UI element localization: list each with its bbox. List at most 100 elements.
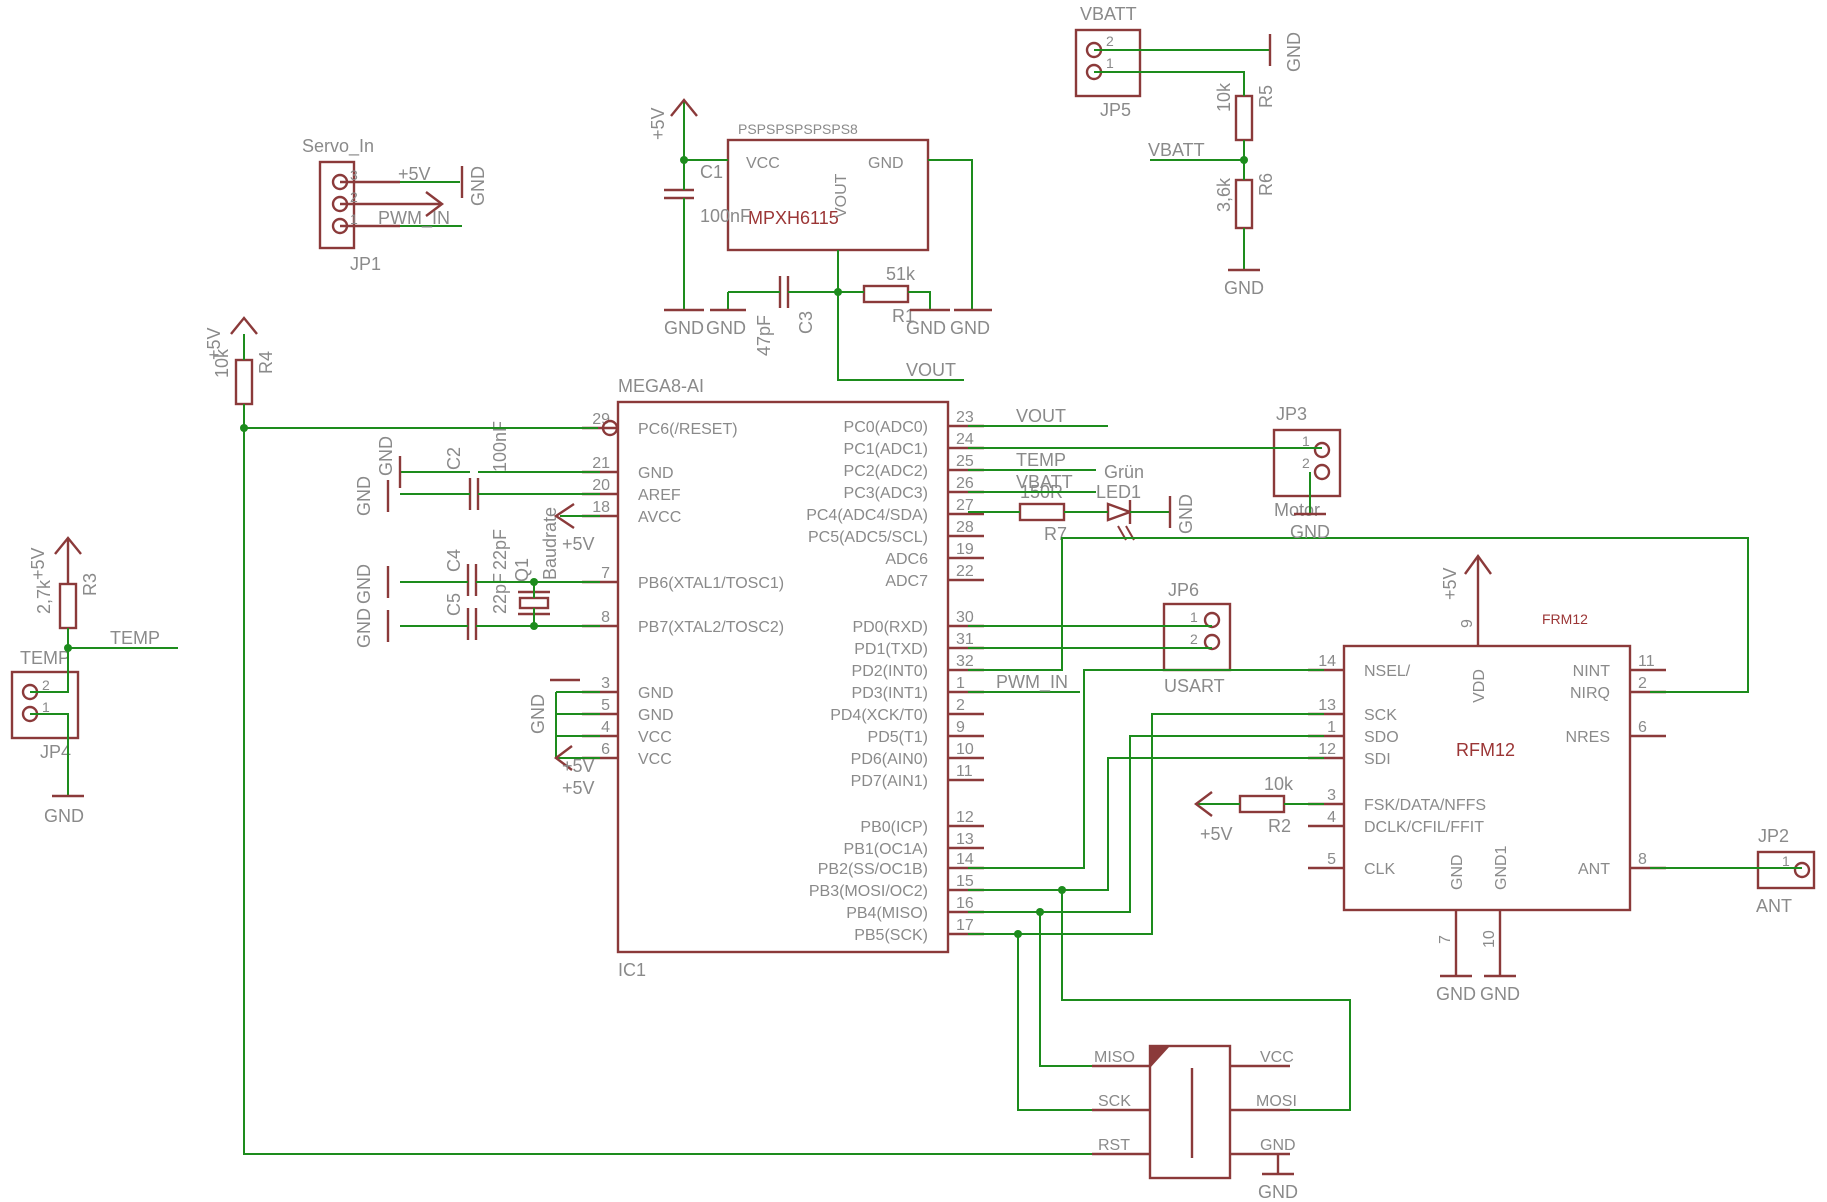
- pin-name: AVCC: [638, 509, 681, 526]
- r5-name: R5: [1256, 85, 1276, 108]
- wire: [968, 669, 1324, 869]
- capacitor-c3[interactable]: C3 47pF: [754, 276, 816, 356]
- connector-jp5[interactable]: 2 1 VBATT JP5: [1074, 4, 1142, 120]
- net-pwm-in: PWM_IN: [378, 208, 450, 229]
- sensor-body: [726, 138, 930, 252]
- pin-name: PD3(INT1): [852, 685, 928, 702]
- junction: [64, 644, 72, 652]
- gnd-label: GND: [354, 608, 374, 648]
- ic1-left-pins: 29PC6(/RESET)21GND20AREF18AVCC7PB6(XTAL1…: [582, 411, 784, 768]
- junction: [1058, 886, 1066, 894]
- pin-number: 24: [956, 431, 974, 448]
- rfm12-module[interactable]: FRM12 RFM12 14NSEL/13SCK1SDO12SDI3FSK/DA…: [1308, 556, 1666, 1004]
- pin-number: 7: [601, 565, 610, 582]
- pin-name: PB0(ICP): [860, 819, 928, 836]
- pin-name: FSK/DATA/NFFS: [1364, 797, 1486, 814]
- r4-value: 10k: [212, 348, 232, 378]
- reset-inverter-bubble: [601, 419, 619, 437]
- jp3-pin-num: 1: [1302, 433, 1310, 449]
- led1[interactable]: Grün LED1: [1096, 462, 1144, 541]
- capacitor-c2[interactable]: C2 100nF: [444, 421, 510, 510]
- sensor-pin-gnd: GND: [868, 155, 904, 172]
- connector-jp6[interactable]: 1 2 JP6 USART: [1162, 580, 1232, 696]
- pin-name: DCLK/CFIL/FFIT: [1364, 819, 1484, 836]
- rfm12-gnd-num: 7: [1437, 935, 1454, 944]
- r1-name: R1: [892, 306, 915, 326]
- gnd-label: GND: [1480, 984, 1520, 1004]
- r3-value: 2,7k: [34, 579, 54, 614]
- pin-name: PB6(XTAL1/TOSC1): [638, 575, 784, 592]
- resistor-r5[interactable]: 10k R5: [1214, 82, 1276, 142]
- connector-jp2[interactable]: 1 JP2 ANT: [1756, 826, 1816, 916]
- r6-body: [1234, 178, 1254, 230]
- connector-jp4[interactable]: 2 1 TEMP JP4: [10, 648, 80, 762]
- pin-number: 12: [1318, 741, 1336, 758]
- pin-name: PC4(ADC4/SDA): [806, 507, 928, 524]
- net-vout: VOUT: [906, 360, 956, 380]
- resistor-r6[interactable]: 3,6k R6: [1214, 173, 1276, 230]
- isp-body: [1148, 1044, 1232, 1180]
- pin-number: 6: [1638, 719, 1647, 736]
- jp5-pin-num: 2: [1106, 33, 1114, 49]
- pin-name: AREF: [638, 487, 681, 504]
- isp-pin-miso: MISO: [1094, 1049, 1135, 1066]
- vcc-label: +5V: [398, 164, 431, 184]
- pin-name: ANT: [1578, 861, 1610, 878]
- junction: [1036, 908, 1044, 916]
- pin-name: PC0(ADC0): [844, 419, 928, 436]
- net-temp: TEMP: [1016, 450, 1066, 470]
- ic1-mega8[interactable]: MEGA8-AI IC1 29PC6(/RESET)21GND20AREF18A…: [582, 376, 984, 980]
- pin-name: PD7(AIN1): [851, 773, 928, 790]
- capacitor-c4[interactable]: C4 22pF: [444, 529, 510, 596]
- wire: [1094, 71, 1245, 96]
- wire: [968, 537, 1749, 693]
- pin-number: 17: [956, 917, 974, 934]
- pin-name: PC6(/RESET): [638, 421, 738, 438]
- isp-connector[interactable]: MISO SCK RST VCC MOSI GND GND: [1092, 1044, 1298, 1202]
- sensor-ref: PSPSPSPSPSPS8: [738, 121, 858, 137]
- jp5-value: VBATT: [1080, 4, 1137, 24]
- pin-name: PB2(SS/OC1B): [818, 861, 928, 878]
- vcc-label: +5V: [1440, 567, 1460, 600]
- vcc-label: +5V: [648, 107, 668, 140]
- pin-number: 6: [601, 741, 610, 758]
- r4-name: R4: [256, 351, 276, 374]
- gnd-label: GND: [354, 564, 374, 604]
- rfm12-gnd-label: GND: [1449, 854, 1466, 890]
- junction: [530, 622, 538, 630]
- gnd-label: GND: [44, 806, 84, 826]
- junction: [1014, 930, 1022, 938]
- pin-name: VCC: [638, 729, 672, 746]
- jp4-pin-num: 1: [42, 699, 50, 715]
- pressure-sensor[interactable]: MPXH6115 PSPSPSPSPSPS8 VCC GND VOUT: [726, 121, 930, 252]
- pin-name: PD0(RXD): [852, 619, 928, 636]
- vcc-arrow-icon: [54, 536, 82, 555]
- pin-number: 4: [1327, 809, 1336, 826]
- jp2-name: JP2: [1758, 826, 1789, 846]
- crystal-q1[interactable]: Q1 Baudrate: [512, 507, 560, 616]
- r6-value: 3,6k: [1214, 177, 1234, 212]
- pin-number: 5: [1327, 851, 1336, 868]
- pin-number: 11: [1638, 653, 1655, 670]
- power-5v-rfm: +5V: [1440, 553, 1492, 600]
- connector-jp3[interactable]: 1 2 JP3 Motor: [1272, 404, 1342, 520]
- capacitor-c5[interactable]: C5 22pF: [444, 573, 510, 640]
- sensor-pin-vout: VOUT: [833, 173, 850, 218]
- led1-name: LED1: [1096, 482, 1141, 502]
- jp6-pin: [1203, 611, 1221, 629]
- pin-name: PC2(ADC2): [844, 463, 928, 480]
- rfm12-gnd1-label: GND1: [1493, 845, 1510, 890]
- connector-jp1[interactable]: 3 2 1 Servo_In JP1: [302, 136, 440, 274]
- isp-pin-sck: SCK: [1098, 1093, 1131, 1110]
- jp4-name: JP4: [40, 742, 71, 762]
- capacitor-c1[interactable]: C1 100nF: [664, 162, 751, 226]
- wire: [968, 713, 1324, 935]
- ic1-right-pins: 23PC0(ADC0)24PC1(ADC1)25PC2(ADC2)26PC3(A…: [806, 409, 984, 944]
- pin-number: 26: [956, 475, 974, 492]
- jp3-body: [1272, 428, 1342, 498]
- q1-value: Baudrate: [540, 507, 560, 580]
- pin-number: 25: [956, 453, 974, 470]
- gnd-label: GND: [664, 318, 704, 338]
- resistor-r1[interactable]: 51k R1: [862, 264, 916, 326]
- isp-pin-mosi: MOSI: [1256, 1093, 1297, 1110]
